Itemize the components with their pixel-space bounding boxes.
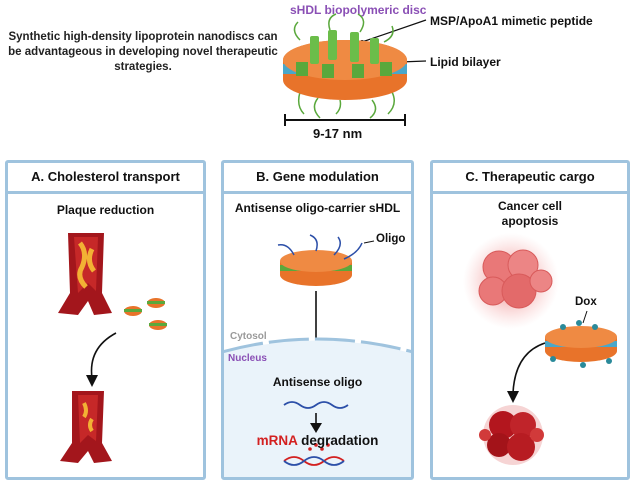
apoptotic-cells [479, 405, 544, 465]
nucleus-label: Nucleus [228, 353, 267, 364]
disc-title: sHDL biopolymeric disc [290, 3, 427, 17]
scale-label: 9-17 nm [313, 126, 363, 141]
artery-illustration [58, 233, 167, 463]
arrow-down [90, 332, 117, 379]
cancer-apoptosis-illustration [463, 233, 617, 465]
peptide-callout-label: MSP/ApoA1 mimetic peptide [430, 14, 593, 28]
dox-label: Dox [575, 296, 597, 308]
artery-with-plaque [58, 233, 112, 315]
mrna-degradation-label: mRNA degradation [224, 433, 411, 448]
gene-modulation-illustration [223, 234, 412, 477]
panel-cholesterol-transport: A. Cholesterol transport Plaque reductio… [5, 160, 206, 480]
panel-therapeutic-cargo: C. Therapeutic cargo Cancer cell apoptos… [430, 160, 630, 480]
panel-a-subtitle: Plaque reduction [56, 203, 155, 217]
panel-c-subtitle-line1: Cancer cell [497, 199, 563, 213]
dox-loaded-disc [545, 320, 617, 368]
mrna-word: mRNA [256, 433, 298, 448]
oligo-carrier-disc [277, 234, 363, 286]
antisense-strand [283, 401, 349, 409]
panel-b-subtitle: Antisense oligo-carrier sHDL [234, 201, 401, 215]
shdl-disc [283, 13, 407, 119]
panel-gene-modulation: B. Gene modulation Antisense oligo-carri… [221, 160, 414, 480]
mrna-degradation-strand [283, 443, 345, 466]
panel-c-title: C. Therapeutic cargo [433, 163, 627, 194]
panel-a-title: A. Cholesterol transport [8, 163, 203, 194]
artery-reduced-plaque [60, 391, 112, 463]
degradation-word: degradation [297, 433, 379, 448]
cancer-cell-cluster [463, 233, 559, 329]
scale-bar [284, 114, 406, 126]
oligo-label: Oligo [376, 233, 406, 245]
intro-text: Synthetic high-density lipoprotein nanod… [8, 31, 278, 73]
cytosol-label: Cytosol [230, 331, 267, 342]
panel-c-subtitle-line2: apoptosis [501, 214, 559, 228]
antisense-oligo-label: Antisense oligo [272, 375, 363, 389]
lipid-callout-label: Lipid bilayer [430, 55, 501, 69]
shdl-disc-illustration [283, 13, 427, 126]
arrow-to-apoptosis [512, 342, 546, 394]
panel-b-title: B. Gene modulation [224, 163, 411, 194]
floating-shdl-discs [124, 298, 167, 330]
